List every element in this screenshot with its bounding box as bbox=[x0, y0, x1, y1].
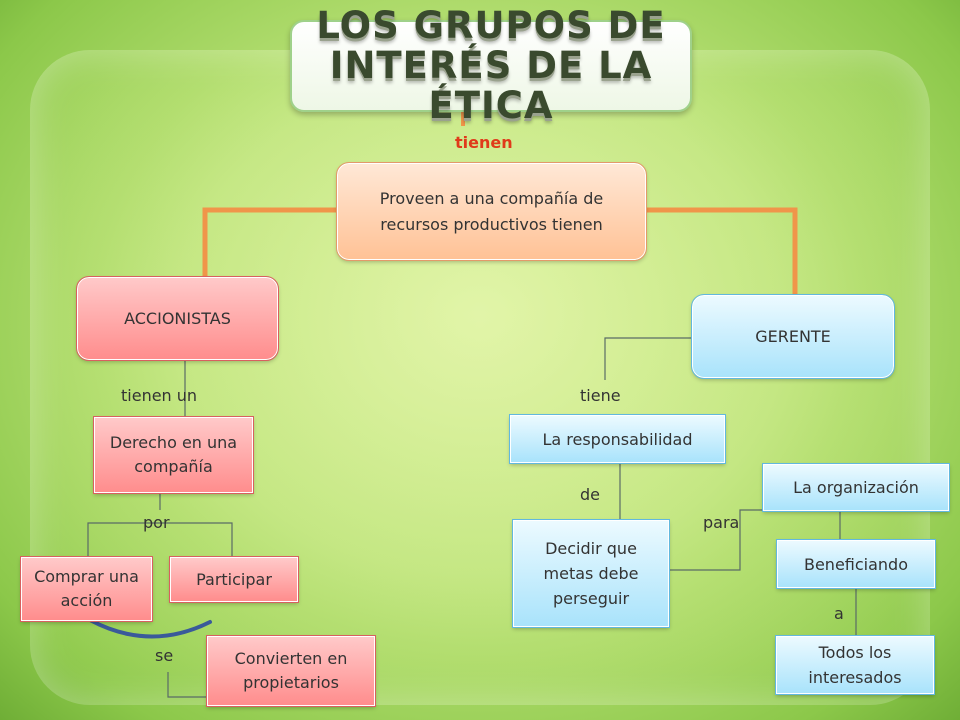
link-se-convierten bbox=[167, 672, 207, 698]
node-responsabilidad: La responsabilidad bbox=[509, 414, 726, 464]
node-decidir: Decidir que metas debe perseguir bbox=[512, 519, 670, 628]
node-beneficiando: Beneficiando bbox=[776, 539, 936, 589]
connector-se: se bbox=[155, 646, 174, 665]
connector-para: para bbox=[703, 513, 740, 532]
node-participar: Participar bbox=[169, 556, 299, 603]
connector-de: de bbox=[580, 485, 600, 504]
node-organizacion: La organización bbox=[762, 463, 950, 512]
node-comprar: Comprar una acción bbox=[20, 556, 153, 622]
node-proveen: Proveen a una compañía de recursos produ… bbox=[336, 162, 647, 261]
link-proveen-accionistas bbox=[202, 207, 338, 278]
node-todos: Todos los interesados bbox=[775, 635, 935, 695]
title-line-2: INTERÉS DE LA ÉTICA bbox=[329, 44, 653, 127]
link-gerente-tiene bbox=[604, 337, 692, 380]
connector-por: por bbox=[143, 513, 170, 532]
connector-a: a bbox=[834, 604, 844, 623]
node-convierten: Convierten en propietarios bbox=[206, 635, 376, 707]
link-proveen-gerente bbox=[645, 207, 798, 295]
connector-tienen: tienen bbox=[455, 133, 513, 152]
title-line-1: LOS GRUPOS DE bbox=[316, 4, 666, 47]
node-accionistas: ACCIONISTAS bbox=[76, 276, 279, 361]
node-derecho: Derecho en una compañía bbox=[93, 416, 254, 494]
title-box: LOS GRUPOS DE INTERÉS DE LA ÉTICA bbox=[290, 6, 692, 126]
connector-tiene: tiene bbox=[580, 386, 621, 405]
connector-tienen-un: tienen un bbox=[121, 386, 198, 405]
link-por-comprar bbox=[87, 522, 233, 558]
node-gerente: GERENTE bbox=[691, 294, 895, 379]
curved-arrow-icon bbox=[88, 618, 212, 639]
